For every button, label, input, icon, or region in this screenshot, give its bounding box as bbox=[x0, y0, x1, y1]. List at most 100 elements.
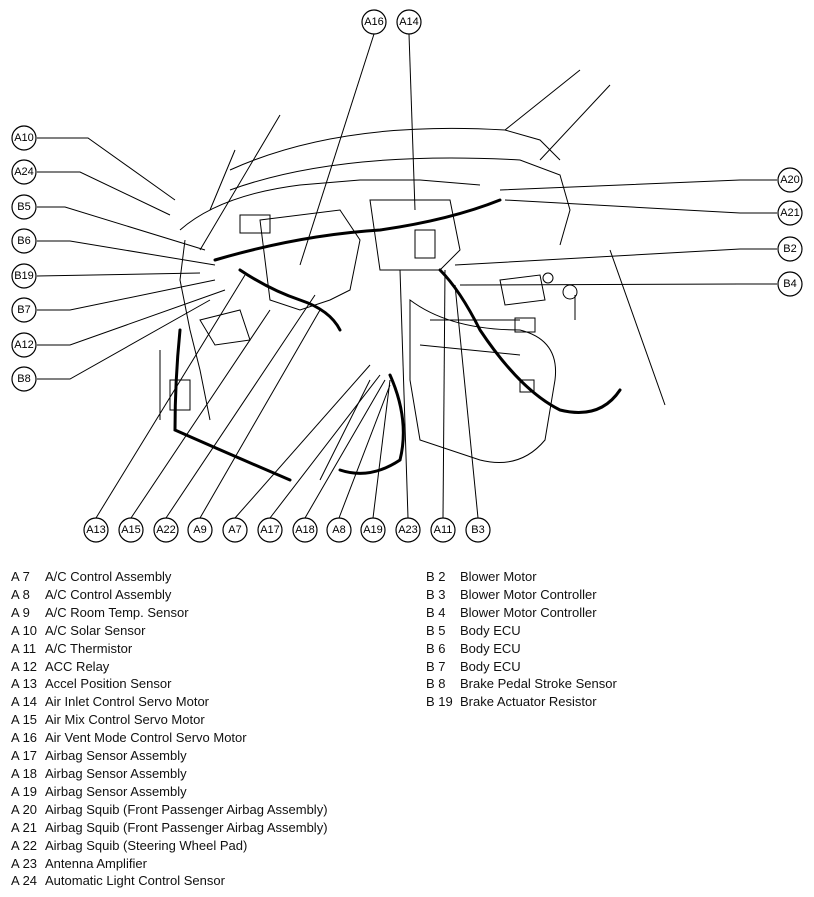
legend-code: A 7 bbox=[11, 569, 30, 584]
legend-label: Body ECU bbox=[460, 640, 521, 656]
svg-text:A8: A8 bbox=[332, 524, 345, 536]
legend-code: A 14 bbox=[11, 694, 38, 710]
svg-text:A14: A14 bbox=[399, 16, 419, 28]
legend-code: A 19 bbox=[11, 783, 38, 799]
callout-b7: B7 bbox=[11, 297, 37, 323]
svg-text:A17: A17 bbox=[260, 524, 280, 536]
legend-label: Airbag Squib (Front Passenger Airbag Ass… bbox=[45, 801, 328, 817]
callout-a19: A19 bbox=[360, 517, 386, 543]
legend-label: Blower Motor bbox=[460, 569, 537, 584]
callout-a9: A9 bbox=[187, 517, 213, 543]
legend-label: Air Vent Mode Control Servo Motor bbox=[45, 730, 247, 746]
legend-label: Airbag Squib (Front Passenger Airbag Ass… bbox=[45, 819, 328, 835]
svg-text:A7: A7 bbox=[228, 524, 241, 536]
callout-b5: B5 bbox=[11, 194, 37, 220]
legend-label: Automatic Light Control Sensor bbox=[45, 873, 225, 889]
svg-text:A22: A22 bbox=[156, 524, 176, 536]
legend-label: A/C Thermistor bbox=[45, 640, 133, 656]
legend-label: Antenna Amplifier bbox=[45, 855, 147, 871]
legend-label: Airbag Sensor Assembly bbox=[45, 783, 187, 799]
legend-code: B 19 bbox=[426, 694, 453, 710]
legend-item: B 3 Blower Motor Controller bbox=[426, 586, 617, 604]
legend-code: A 21 bbox=[11, 819, 38, 835]
legend-item: B 8 Brake Pedal Stroke Sensor bbox=[426, 675, 617, 693]
legend-label: Airbag Squib (Steering Wheel Pad) bbox=[45, 837, 248, 853]
legend-code: A 9 bbox=[11, 604, 30, 620]
legend-code: A 8 bbox=[11, 586, 30, 602]
legend-code: B 5 bbox=[426, 622, 446, 638]
legend-code: A 17 bbox=[11, 748, 38, 764]
legend-code: B 2 bbox=[426, 569, 446, 584]
callout-b8: B8 bbox=[11, 366, 37, 392]
legend-code: B 3 bbox=[426, 586, 446, 602]
svg-text:B19: B19 bbox=[14, 270, 34, 282]
legend-code: A 10 bbox=[11, 622, 38, 638]
legend-code: B 6 bbox=[426, 640, 446, 656]
svg-text:A13: A13 bbox=[86, 524, 106, 536]
callout-a16: A16 bbox=[361, 9, 387, 35]
legend-item: A 7 A/C Control Assembly bbox=[11, 568, 328, 586]
legend-label: A/C Solar Sensor bbox=[45, 622, 146, 638]
legend-code: A 18 bbox=[11, 765, 38, 781]
legend-item: A 10 A/C Solar Sensor bbox=[11, 622, 328, 640]
svg-text:B7: B7 bbox=[17, 304, 30, 316]
legend-item: A 21 Airbag Squib (Front Passenger Airbag… bbox=[11, 819, 328, 837]
legend-code: B 8 bbox=[426, 676, 446, 692]
legend-item: A 18 Airbag Sensor Assembly bbox=[11, 765, 328, 783]
legend-left: A 7 A/C Control Assembly A 8 A/C Control A… bbox=[11, 568, 328, 890]
legend-code: A 13 bbox=[11, 676, 38, 692]
svg-text:A20: A20 bbox=[780, 174, 800, 186]
legend-label: Brake Pedal Stroke Sensor bbox=[460, 676, 617, 692]
callout-a17: A17 bbox=[257, 517, 283, 543]
svg-text:A11: A11 bbox=[434, 524, 453, 536]
svg-text:B5: B5 bbox=[17, 201, 30, 213]
svg-text:A24: A24 bbox=[14, 166, 34, 178]
svg-text:A19: A19 bbox=[363, 524, 383, 536]
callout-a11: A11 bbox=[430, 517, 456, 543]
svg-text:A10: A10 bbox=[14, 132, 34, 144]
legend-item: A 8 A/C Control Assembly bbox=[11, 586, 328, 604]
callout-a21: A21 bbox=[777, 200, 803, 226]
callout-b19: B19 bbox=[11, 263, 37, 289]
dashboard-illustration bbox=[159, 69, 666, 463]
legend-code: A 12 bbox=[11, 658, 38, 674]
legend-code: A 16 bbox=[11, 730, 38, 746]
svg-text:A15: A15 bbox=[121, 524, 141, 536]
svg-text:B3: B3 bbox=[471, 524, 484, 536]
legend-label: Airbag Sensor Assembly bbox=[45, 765, 187, 781]
svg-text:A9: A9 bbox=[193, 524, 206, 536]
callout-b2: B2 bbox=[777, 236, 803, 262]
legend-code: B 4 bbox=[426, 604, 446, 620]
callout-a23: A23 bbox=[395, 517, 421, 543]
legend-item: A 19 Airbag Sensor Assembly bbox=[11, 783, 328, 801]
legend-label: A/C Control Assembly bbox=[45, 586, 172, 602]
legend-code: A 15 bbox=[11, 712, 38, 728]
callout-a22: A22 bbox=[153, 517, 179, 543]
svg-text:B6: B6 bbox=[17, 235, 30, 247]
legend-label: Blower Motor Controller bbox=[460, 604, 597, 620]
legend-code: B 7 bbox=[426, 658, 446, 674]
svg-text:A23: A23 bbox=[398, 524, 418, 536]
legend-label: A/C Control Assembly bbox=[45, 569, 172, 584]
legend-label: Air Inlet Control Servo Motor bbox=[45, 694, 210, 710]
legend-label: ACC Relay bbox=[45, 658, 110, 674]
legend-code: A 20 bbox=[11, 801, 38, 817]
callout-a7: A7 bbox=[222, 517, 248, 543]
legend-label: Blower Motor Controller bbox=[460, 586, 597, 602]
callout-b3: B3 bbox=[465, 517, 491, 543]
legend-item: B 4 Blower Motor Controller bbox=[426, 604, 617, 622]
legend-item: B 6 Body ECU bbox=[426, 640, 617, 658]
legend-item: A 16 Air Vent Mode Control Servo Motor bbox=[11, 729, 328, 747]
wire-harness bbox=[173, 149, 622, 482]
legend-item: A 20 Airbag Squib (Front Passenger Airbag… bbox=[11, 801, 328, 819]
